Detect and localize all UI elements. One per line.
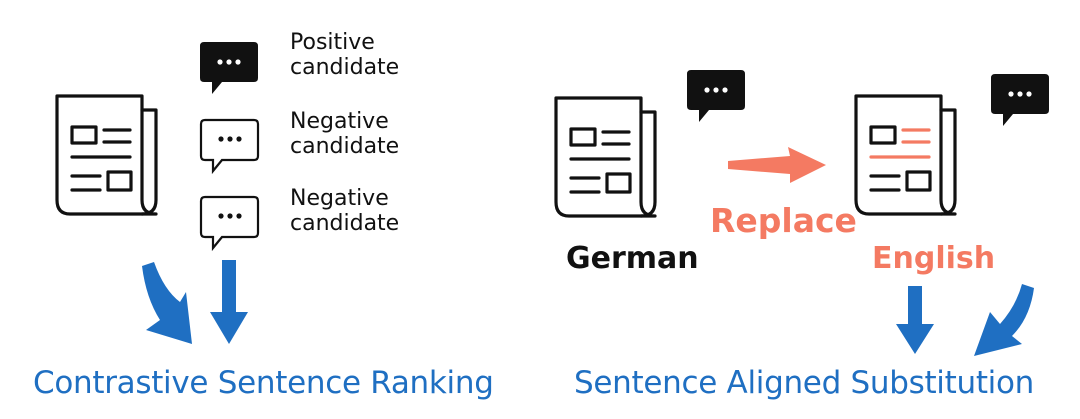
down-arrow-icon (210, 260, 248, 344)
newspaper-icon (55, 94, 158, 216)
right-caption: Sentence Aligned Substitution (574, 365, 1035, 401)
curved-arrow-icon (142, 262, 192, 344)
newspaper-icon (854, 94, 957, 216)
target-language-label: English (872, 241, 996, 276)
filled-speech-bubble-icon (991, 74, 1049, 126)
filled-speech-bubble-icon (687, 70, 745, 122)
left-caption: Contrastive Sentence Ranking (33, 365, 494, 401)
down-arrow-icon (896, 286, 934, 354)
source-language-label: German (566, 241, 699, 276)
candidate-label-positive: Positive candidate (290, 30, 400, 81)
filled-speech-bubble-icon (200, 42, 258, 94)
right-arrow-icon (728, 147, 826, 183)
curved-arrow-icon (974, 284, 1034, 356)
outline-speech-bubble-icon (199, 118, 260, 175)
candidate-label-negative: Negative candidate (290, 186, 400, 237)
candidate-label-negative: Negative candidate (290, 109, 400, 160)
replace-label: Replace (710, 201, 857, 240)
newspaper-icon (554, 96, 657, 218)
outline-speech-bubble-icon (199, 195, 260, 252)
